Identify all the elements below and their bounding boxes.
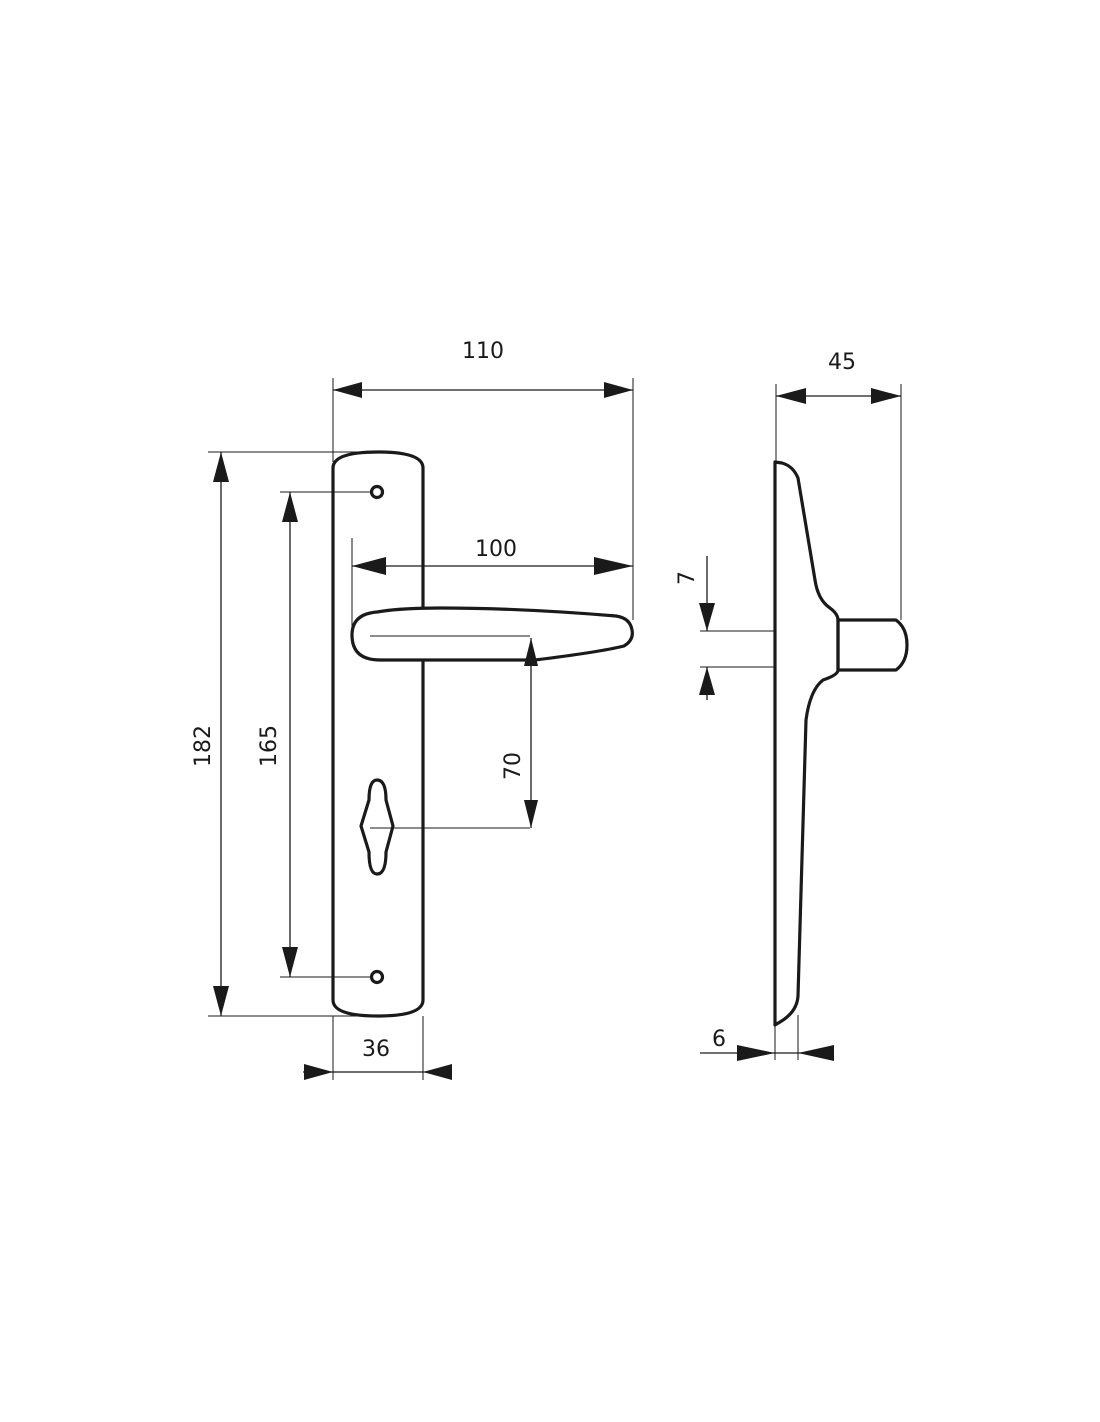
dimension-plate-width: 36 — [303, 1016, 452, 1080]
label-plate-thickness: 6 — [712, 1027, 726, 1052]
side-profile — [773, 460, 840, 1027]
label-plate-height: 182 — [191, 725, 216, 767]
top-screw-hole — [369, 484, 385, 500]
lever-handle — [350, 606, 634, 662]
dimension-lever-reach: 100 — [351, 537, 633, 628]
label-lever-reach: 100 — [475, 537, 517, 562]
back-plate — [331, 450, 425, 1018]
dimension-projection: 45 — [775, 350, 902, 620]
front-view: 110 100 182 165 — [191, 339, 634, 1080]
dimension-overall-length: 110 — [332, 339, 634, 620]
label-projection: 45 — [828, 350, 856, 375]
dimension-plate-height: 182 — [191, 451, 378, 1017]
label-screw-spacing: 165 — [257, 725, 282, 767]
dimension-spindle-square: 7 — [675, 556, 776, 700]
label-spindle-square: 7 — [675, 571, 700, 585]
label-overall-length: 110 — [462, 339, 504, 364]
dimension-screw-spacing: 165 — [257, 491, 372, 978]
label-spindle-to-keyhole: 70 — [501, 752, 526, 780]
side-view: 45 7 6 — [675, 350, 909, 1061]
dimension-spindle-to-keyhole: 70 — [501, 638, 538, 828]
keyhole — [359, 778, 395, 876]
spindle-stub — [836, 618, 909, 672]
bottom-screw-hole — [369, 969, 385, 985]
dimension-plate-thickness: 6 — [700, 1015, 834, 1061]
label-plate-width: 36 — [362, 1037, 390, 1062]
